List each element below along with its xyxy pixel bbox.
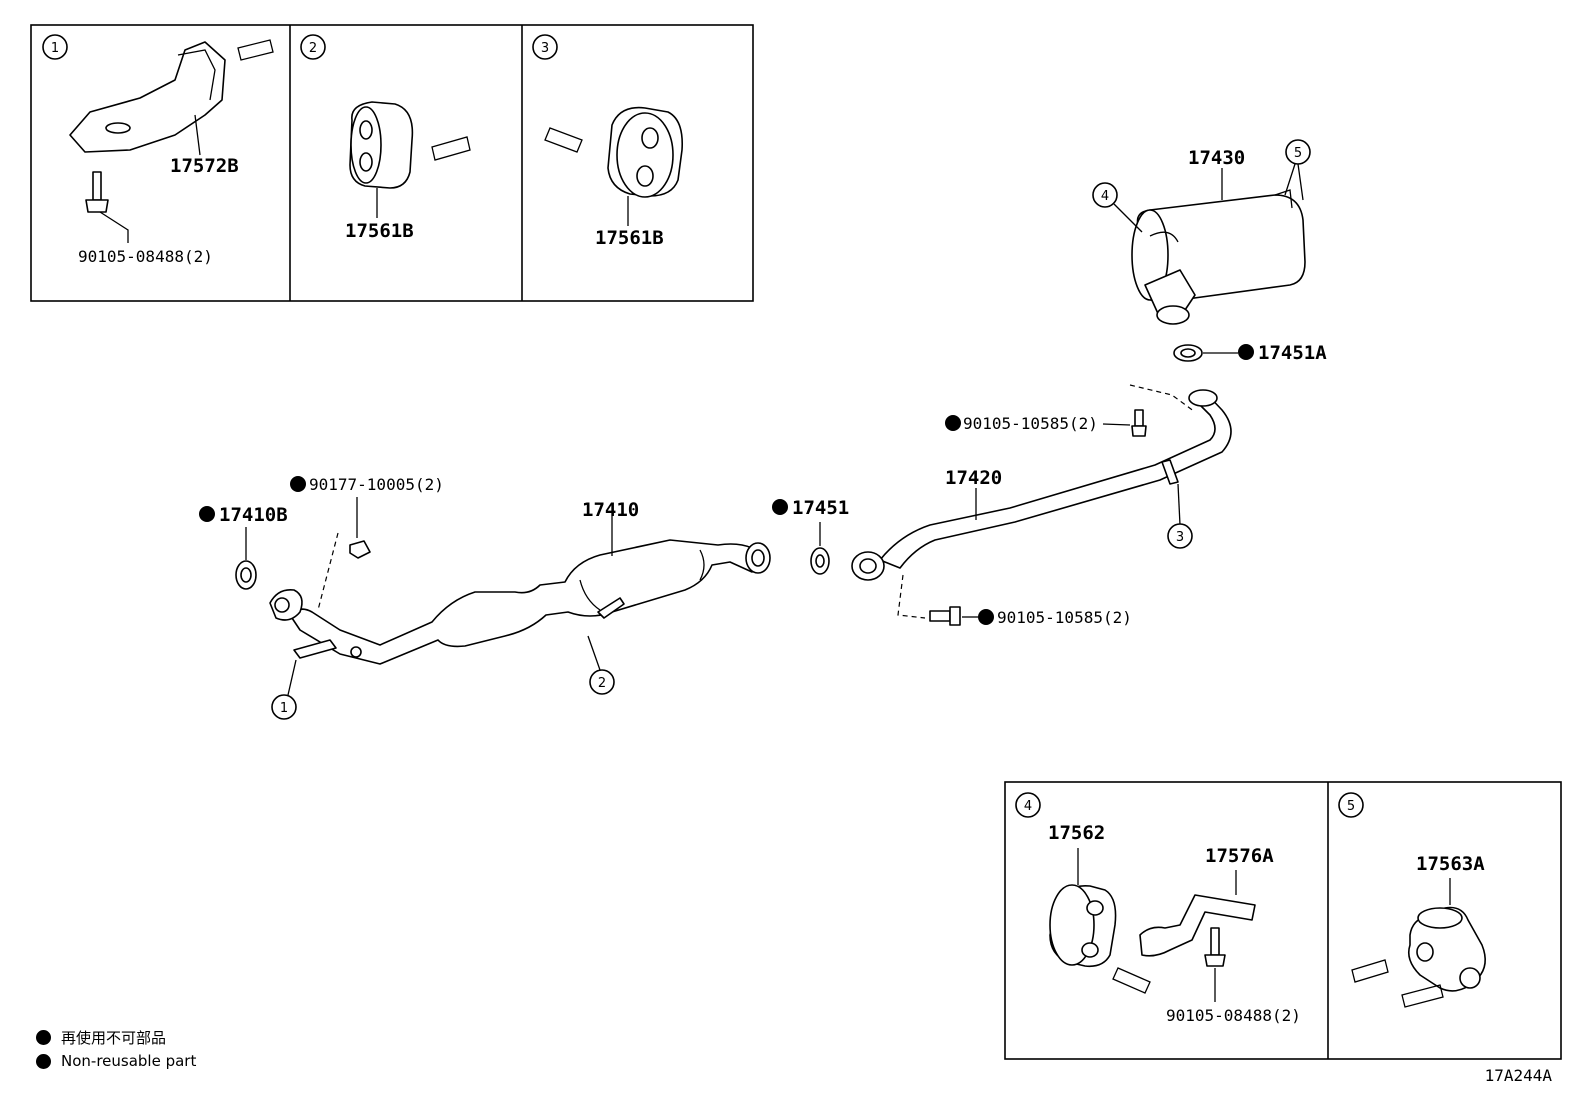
callout-5: 5 [1294,146,1302,161]
bracket-17576A [1139,894,1256,957]
inset-3-index: 3 [541,41,549,56]
inset-3: 3 17561B [532,34,684,249]
label-17410B: 17410B [219,504,288,526]
inset-2-index: 2 [309,41,317,56]
inset-2: 2 17561B [300,34,471,242]
label-17430: 17430 [1188,147,1245,169]
diagram-code: 17A244A [1484,1066,1552,1085]
label-90105-10585-upper: 90105-10585(2) [963,414,1098,433]
legend-row-japanese: 再使用不可部品 [36,1027,166,1048]
muffler-17430 [1131,189,1306,325]
inset-4: 4 17562 17576A 90105-08488(2) [1015,792,1301,1025]
inset-1: 1 17572B 90105-08488(2) [42,34,274,266]
label-17572B: 17572B [170,155,239,177]
callout-4: 4 [1101,189,1109,204]
legend-row-english: Non-reusable part [36,1052,196,1070]
bracket-17572B [69,41,226,153]
inset-5: 5 17563A [1338,792,1486,1008]
front-pipe-17410 [269,539,771,665]
callout-3: 3 [1176,530,1184,545]
gasket-17410B [235,560,257,590]
legend-japanese-text: 再使用不可部品 [61,1029,167,1047]
label-17561B-a: 17561B [345,220,414,242]
center-pipe-17420 [851,389,1232,581]
label-90105-08488-a: 90105-08488(2) [78,247,213,266]
inset-panel-top [30,24,754,302]
non-reusable-bullet-icon [36,1030,51,1045]
label-17563A: 17563A [1416,853,1485,875]
label-17562: 17562 [1048,822,1105,844]
label-17410: 17410 [582,499,639,521]
inset-panel-bottom [1004,781,1562,1060]
label-17420: 17420 [945,467,1002,489]
inset-4-index: 4 [1024,799,1032,814]
label-17451A: 17451A [1258,342,1327,364]
label-17576A: 17576A [1205,845,1274,867]
gasket-17451 [810,547,830,575]
label-90177-10005: 90177-10005(2) [309,475,444,494]
callout-2: 2 [598,676,606,691]
label-90105-10585-lower: 90105-10585(2) [997,608,1132,627]
inset-5-index: 5 [1347,799,1355,814]
legend-english-text: Non-reusable part [61,1052,197,1070]
non-reusable-bullet-icon [36,1053,51,1069]
label-17561B-b: 17561B [595,227,664,249]
callout-1: 1 [280,701,288,716]
label-90105-08488-b: 90105-08488(2) [1166,1006,1301,1025]
inset-1-index: 1 [51,41,59,56]
gasket-17451A [1173,344,1203,362]
label-17451: 17451 [792,497,849,519]
